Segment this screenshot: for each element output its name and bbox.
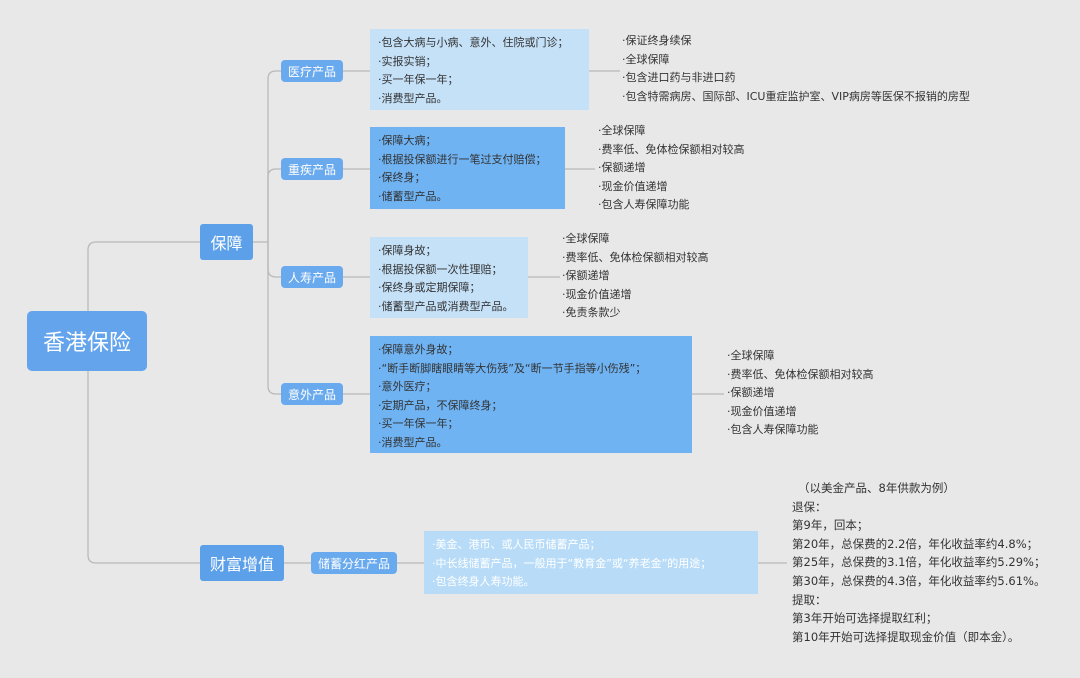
life-desc-line: ·储蓄型产品或消费型产品。 [378, 299, 514, 313]
critical-feature-item: ·包含人寿保障功能 [598, 198, 690, 212]
accident-desc-line: ·定期产品，不保障终身； [378, 398, 503, 412]
savings-note-line: 第20年，总保费的2.2倍，年化收益率约4.8%； [792, 536, 1039, 551]
savings-note-line: 退保： [792, 499, 827, 514]
medical-desc-line: ·买一年保一年； [378, 73, 459, 87]
product-life[interactable]: 人寿产品 [281, 266, 343, 288]
critical-illness-features: ·全球保障 ·费率低、免体检保额相对较高 ·保额递增 ·现金价值递增 ·包含人寿… [598, 122, 745, 215]
savings-note-line: 第25年，总保费的3.1倍，年化收益率约5.29%； [792, 555, 1046, 570]
savings-desc-line: ·中长线储蓄产品，一般用于“教育金”或“养老金”的用途； [432, 556, 712, 570]
product-savings-dividend[interactable]: 储蓄分红产品 [311, 552, 397, 574]
medical-description: ·包含大病与小病、意外、住院或门诊； ·实报实销； ·买一年保一年； ·消费型产… [370, 29, 589, 110]
product-critical-illness[interactable]: 重疾产品 [281, 158, 343, 180]
medical-feature-item: ·保证终身续保 [622, 34, 692, 47]
accident-desc-line: ·“断手断脚瞎眼睛等大伤残”及“断一节手指等小伤残”； [378, 361, 647, 375]
savings-note: （以美金产品、8年供款为例） 退保： 第9年，回本； 第20年，总保费的2.2倍… [792, 479, 1045, 646]
life-desc-line: ·保终身或定期保障； [378, 281, 481, 295]
critical-desc-line: ·储蓄型产品。 [378, 189, 448, 203]
savings-note-line: 第3年开始可选择提取红利； [792, 611, 938, 626]
medical-feature-item: ·全球保障 [622, 52, 670, 66]
savings-note-line: 第30年，总保费的4.3倍，年化收益率约5.61%。 [792, 573, 1046, 588]
savings-note-line: 第9年，回本； [792, 518, 869, 533]
medical-features: ·保证终身续保 ·全球保障 ·包含进口药与非进口药 ·包含特需病房、国际部、IC… [622, 32, 970, 106]
accident-desc-line: ·保障意外身故； [378, 343, 459, 356]
life-feature-item: ·保额递增 [562, 269, 610, 283]
critical-feature-item: ·全球保障 [598, 124, 646, 137]
accident-desc-line: ·意外医疗； [378, 380, 437, 394]
accident-feature-item: ·现金价值递增 [727, 404, 797, 418]
savings-note-line: （以美金产品、8年供款为例） [798, 481, 955, 495]
accident-features: ·全球保障 ·费率低、免体检保额相对较高 ·保额递增 ·现金价值递增 ·包含人寿… [727, 347, 874, 440]
critical-desc-line: ·保终身； [378, 171, 426, 185]
life-description: ·保障身故； ·根据投保额一次性理赔； ·保终身或定期保障； ·储蓄型产品或消费… [370, 237, 528, 318]
accident-feature-item: ·费率低、免体检保额相对较高 [727, 367, 874, 381]
accident-feature-item: ·保额递增 [727, 386, 775, 400]
savings-note-line: 第10年开始可选择提取现金价值（即本金）。 [792, 629, 1020, 644]
accident-description: ·保障意外身故； ·“断手断脚瞎眼睛等大伤残”及“断一节手指等小伤残”； ·意外… [370, 336, 692, 453]
medical-desc-line: ·消费型产品。 [378, 91, 448, 105]
life-desc-line: ·根据投保额一次性理赔； [378, 262, 503, 276]
life-features: ·全球保障 ·费率低、免体检保额相对较高 ·保额递增 ·现金价值递增 ·免责条款… [562, 230, 709, 323]
savings-desc-line: ·包含终身人寿功能。 [432, 575, 535, 589]
medical-feature-item: ·包含特需病房、国际部、ICU重症监护室、VIP病房等医保不报销的房型 [622, 89, 970, 103]
savings-description: ·美金、港币、或人民币储蓄产品； ·中长线储蓄产品，一般用于“教育金”或“养老金… [424, 531, 758, 594]
branch-baozhang[interactable]: 保障 [200, 224, 253, 260]
life-feature-item: ·全球保障 [562, 232, 610, 245]
life-feature-item: ·现金价值递增 [562, 287, 632, 301]
critical-desc-line: ·根据投保额进行一笔过支付赔偿； [378, 152, 547, 166]
accident-feature-item: ·全球保障 [727, 349, 775, 362]
savings-desc-line: ·美金、港币、或人民币储蓄产品； [432, 538, 601, 551]
savings-note-line: 提取： [792, 592, 827, 607]
medical-desc-line: ·包含大病与小病、意外、住院或门诊； [378, 36, 569, 49]
accident-desc-line: ·消费型产品。 [378, 435, 448, 449]
critical-feature-item: ·保额递增 [598, 161, 646, 175]
product-medical[interactable]: 医疗产品 [281, 60, 343, 82]
accident-desc-line: ·买一年保一年； [378, 417, 459, 431]
medical-desc-line: ·实报实销； [378, 54, 437, 68]
critical-illness-description: ·保障大病； ·根据投保额进行一笔过支付赔偿； ·保终身； ·储蓄型产品。 [370, 127, 565, 209]
medical-feature-item: ·包含进口药与非进口药 [622, 71, 736, 85]
critical-feature-item: ·现金价值递增 [598, 179, 668, 193]
branch-caifu[interactable]: 财富增值 [200, 545, 284, 581]
life-feature-item: ·免责条款少 [562, 306, 621, 320]
life-desc-line: ·保障身故； [378, 244, 437, 257]
root-node[interactable]: 香港保险 [27, 311, 147, 371]
critical-desc-line: ·保障大病； [378, 134, 437, 147]
life-feature-item: ·费率低、免体检保额相对较高 [562, 250, 709, 264]
accident-feature-item: ·包含人寿保障功能 [727, 423, 819, 437]
product-accident[interactable]: 意外产品 [281, 383, 343, 405]
critical-feature-item: ·费率低、免体检保额相对较高 [598, 142, 745, 156]
